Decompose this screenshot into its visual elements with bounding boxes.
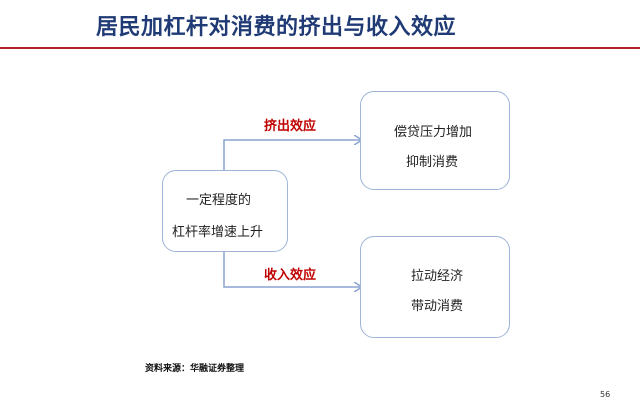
leverage-rise-line1: 一定程度的 — [186, 193, 252, 208]
crowding-out-line2: 抑制消费 — [406, 155, 459, 170]
crowding-out-line1: 偿贷压力增加 — [394, 125, 473, 140]
title-divider — [0, 47, 640, 49]
income-box — [360, 236, 510, 338]
income-line1: 拉动经济 — [411, 269, 464, 284]
source-note: 资料来源：华融证券整理 — [145, 364, 245, 374]
crowding-out-connector — [223, 140, 362, 170]
page-title: 居民加杠杆对消费的挤出与收入效应 — [96, 15, 457, 40]
leverage-rise-line2: 杠杆率增速上升 — [172, 225, 264, 240]
income-line2: 带动消费 — [411, 299, 464, 314]
leverage-rise-box — [162, 170, 288, 252]
income-label: 收入效应 — [264, 268, 317, 283]
crowding-out-label: 挤出效应 — [264, 119, 317, 134]
crowding-out-box — [360, 91, 510, 190]
page-number: 56 — [600, 390, 611, 399]
